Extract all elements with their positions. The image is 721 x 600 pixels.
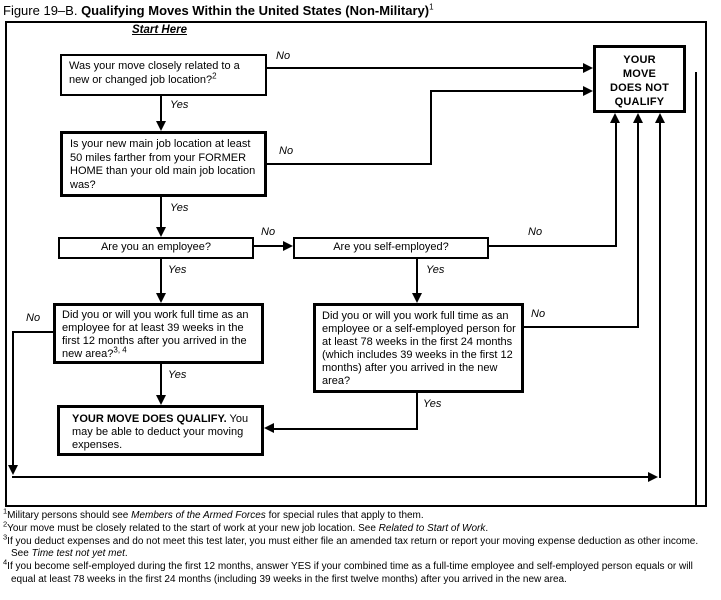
figure-number: Figure 19–B. <box>3 3 78 18</box>
dnq-line: MOVE <box>622 68 657 80</box>
no-label-q5: No <box>26 312 41 324</box>
question-text: Was your move closely related to a new o… <box>69 60 240 86</box>
no-label-q6: No <box>531 308 546 320</box>
start-here-label: Start Here <box>132 24 187 36</box>
box-move-qualifies: YOUR MOVE DOES QUALIFY. You may be able … <box>57 405 264 456</box>
dnq-line: YOUR <box>623 54 656 66</box>
question-text: Is your new main job location at least 5… <box>70 138 256 191</box>
connector-no-q6-v <box>637 121 639 328</box>
connector-no-q5-h <box>12 331 53 333</box>
question-box-distance: Is your new main job location at least 5… <box>60 131 267 197</box>
qualify-text: You may be able to deduct your moving ex… <box>72 413 249 451</box>
footnote: 4If you become self-employed during the … <box>3 557 715 587</box>
dnq-line: DOES NOT <box>609 82 670 94</box>
arrowhead-yes-q3-icon <box>156 293 166 303</box>
yes-label-q5: Yes <box>168 369 187 381</box>
connector-yes-q6-v <box>416 393 418 430</box>
connector-yes-q1 <box>160 96 162 123</box>
no-label-q2: No <box>279 145 294 157</box>
footnote: 2Your move must be closely related to th… <box>3 520 715 536</box>
footnote-text: Related to Start of Work <box>378 522 486 534</box>
figure-title-text: Qualifying Moves Within the United State… <box>81 3 430 18</box>
footnote: 3If you deduct expenses and do not meet … <box>3 533 715 562</box>
question-box-78-weeks: Did you or will you work full time as an… <box>313 303 524 393</box>
connector-no-q2-h1 <box>267 163 432 165</box>
footnote-list: 1Military persons should see Members of … <box>3 506 715 587</box>
footnote-number: 4 <box>3 557 8 567</box>
arrowhead-no-q1-icon <box>583 63 593 73</box>
arrowhead-yes-q5-icon <box>156 395 166 405</box>
connector-no-q6-h <box>524 326 639 328</box>
no-label-q4: No <box>528 226 543 238</box>
figure-title: Figure 19–B. Qualifying Moves Within the… <box>3 3 434 18</box>
qualify-heading: YOUR MOVE DOES QUALIFY. <box>72 413 227 425</box>
question-box-39-weeks: Did you or will you work full time as an… <box>53 303 264 364</box>
connector-yes-q2 <box>160 197 162 229</box>
arrowhead-yes-q1-icon <box>156 121 166 131</box>
footnote-number: 1 <box>3 506 8 516</box>
footnote-ref: 3, 4 <box>113 345 127 355</box>
connector-bottom-up <box>659 121 661 478</box>
arrowhead-yes-q4-icon <box>412 293 422 303</box>
question-text: Did you or will you work full time as an… <box>322 310 516 387</box>
question-box-job-related: Was your move closely related to a new o… <box>60 54 267 96</box>
question-text: Are you an employee? <box>100 241 212 253</box>
footnote-text: If you deduct expenses and do not meet t… <box>7 535 699 560</box>
footnote-text: Members of the Armed Forces <box>131 510 266 521</box>
box-does-not-qualify: YOUR MOVE DOES NOT QUALIFY <box>593 45 686 113</box>
connector-yes-q4 <box>416 259 418 295</box>
yes-label-q1: Yes <box>170 99 189 111</box>
connector-no-q4-v <box>615 121 617 247</box>
connector-right-edge <box>695 72 697 506</box>
dnq-line: QUALIFY <box>614 96 665 108</box>
connector-no-q2-h2 <box>430 90 585 92</box>
connector-no-q2-v <box>430 90 432 165</box>
question-text: Did you or will you work full time as an… <box>62 309 249 360</box>
question-box-self-employed: Are you self-employed? <box>293 237 489 259</box>
question-box-employee: Are you an employee? <box>58 237 254 259</box>
yes-label-q3: Yes <box>168 264 187 276</box>
arrowhead-no-q4-icon <box>610 113 620 123</box>
connector-yes-q5 <box>160 364 162 397</box>
arrowhead-yes-q2-icon <box>156 227 166 237</box>
arrowhead-no-q6-icon <box>633 113 643 123</box>
connector-bottom-return <box>12 476 652 478</box>
title-footnote-ref: 1 <box>429 2 434 12</box>
footnote-text: Your move must be closely related to the… <box>7 522 379 534</box>
yes-label-q2: Yes <box>170 202 189 214</box>
footnote-text: for special rules that apply to them. <box>265 510 424 521</box>
arrowhead-yes-q6-icon <box>264 423 274 433</box>
footnote-text: Military persons should see <box>7 510 132 521</box>
connector-no-q1 <box>267 67 585 69</box>
arrowhead-no-q5-icon <box>8 465 18 475</box>
connector-yes-q6-h <box>272 428 418 430</box>
question-text: Are you self-employed? <box>333 241 449 253</box>
flowchart-frame <box>5 21 707 507</box>
connector-no-q5-v <box>12 331 14 465</box>
arrowhead-no-q3-icon <box>283 241 293 251</box>
connector-no-q3 <box>254 245 285 247</box>
no-label-q3: No <box>261 226 276 238</box>
footnote: 1Military persons should see Members of … <box>3 506 715 523</box>
footnote-text: Time test not yet met <box>31 548 125 560</box>
connector-no-q4-h <box>489 245 617 247</box>
arrowhead-bottom-return-icon <box>648 472 658 482</box>
footnote-ref: 2 <box>212 70 217 80</box>
footnote-text: If you become self-employed during the f… <box>7 561 693 585</box>
footnote-number: 2 <box>3 519 8 529</box>
arrowhead-no-q2-icon <box>583 86 593 96</box>
footnote-text: . <box>124 548 128 560</box>
connector-yes-q3 <box>160 259 162 295</box>
yes-label-q6: Yes <box>423 398 442 410</box>
arrowhead-bottom-up-icon <box>655 113 665 123</box>
footnote-number: 3 <box>3 532 8 542</box>
yes-label-q4: Yes <box>426 264 445 276</box>
footnote-text: . <box>485 522 489 534</box>
no-label-q1: No <box>276 50 291 62</box>
